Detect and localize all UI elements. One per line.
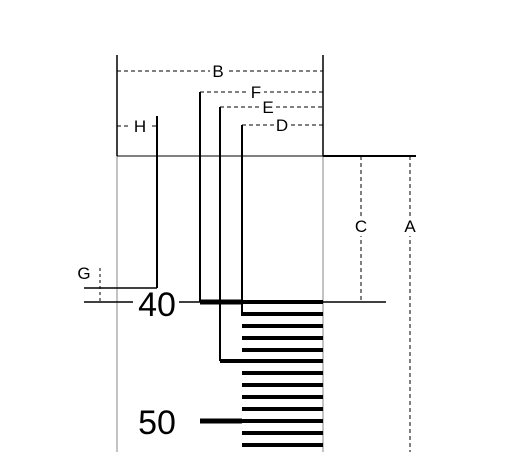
label-f: F — [251, 83, 261, 102]
label-b-bg — [210, 62, 227, 80]
graduation-ticks — [242, 300, 323, 447]
label-d-bg — [274, 116, 291, 134]
label-e: E — [262, 98, 273, 117]
label-a: A — [404, 217, 416, 236]
label-h-bg — [131, 117, 149, 135]
label-c-bg — [353, 216, 370, 236]
label-a-bg — [402, 216, 419, 236]
label-b: B — [212, 62, 223, 81]
scale-mark-50: 50 — [138, 404, 176, 442]
label-40-bg — [133, 289, 179, 319]
label-f-bg — [249, 83, 264, 101]
scale-mark-40: 40 — [138, 286, 176, 324]
label-d: D — [276, 116, 288, 135]
label-g: G — [77, 264, 90, 283]
label-e-bg — [260, 98, 276, 116]
label-h: H — [134, 117, 146, 136]
label-c: C — [355, 217, 367, 236]
